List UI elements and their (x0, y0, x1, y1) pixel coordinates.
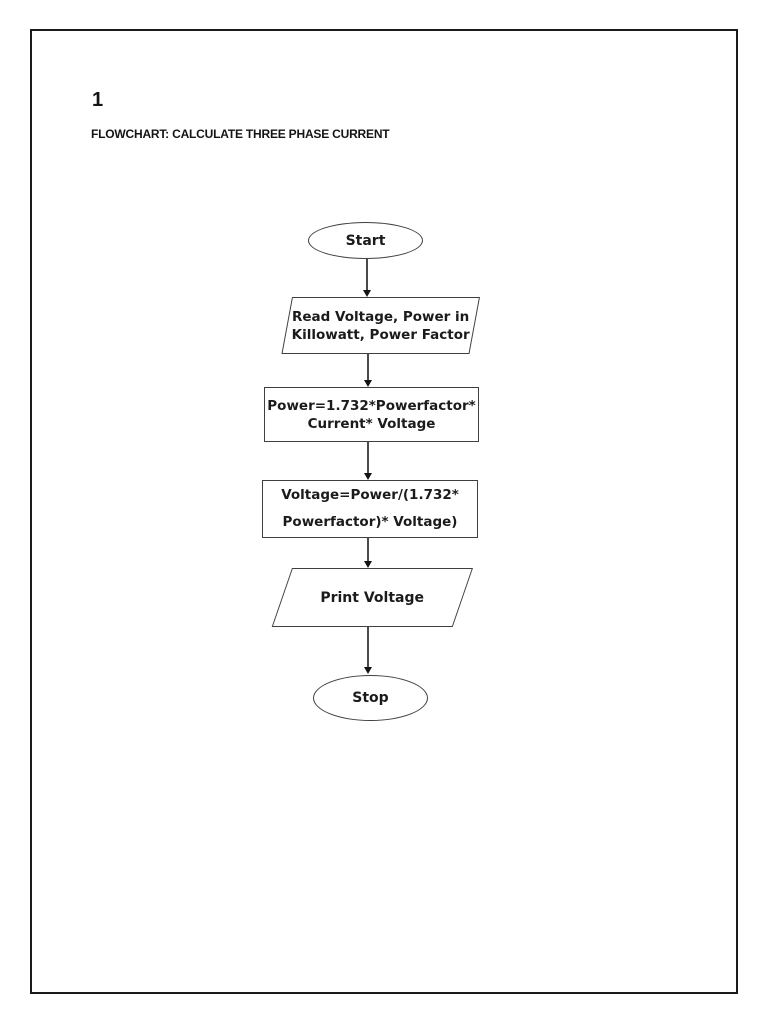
flowchart-node-start: Start (308, 222, 423, 259)
process-1-text: Power=1.732*Powerfactor* Current* Voltag… (267, 397, 475, 433)
output-line-1: Print Voltage (320, 589, 425, 606)
arrow-shaft (367, 627, 369, 669)
flowchart-node-input: Read Voltage, Power in Killowatt, Power … (281, 297, 480, 354)
process-1-line-1: Power=1.732*Powerfactor* (267, 397, 476, 414)
arrow-shaft (367, 538, 369, 563)
process-2-line-1: Voltage=Power/(1.732* (281, 487, 459, 503)
arrow-shaft (367, 442, 369, 475)
stop-label: Stop (352, 690, 389, 706)
flowchart-node-process-1: Power=1.732*Powerfactor* Current* Voltag… (264, 387, 479, 442)
arrow-head-icon (364, 380, 372, 387)
arrow-head-icon (363, 290, 371, 297)
arrow-head-icon (364, 473, 372, 480)
arrow-shaft (366, 259, 368, 292)
process-2-text: Voltage=Power/(1.732* Powerfactor)* Volt… (281, 482, 459, 536)
flow-arrow-input-to-process1 (363, 354, 373, 387)
process-2-line-2: Powerfactor)* Voltage) (282, 514, 458, 530)
output-node-text: Print Voltage (283, 589, 462, 607)
input-line-2: Killowatt, Power Factor (291, 326, 470, 343)
arrow-head-icon (364, 667, 372, 674)
flow-arrow-process2-to-output (363, 538, 373, 568)
start-label: Start (345, 232, 386, 249)
arrow-head-icon (364, 561, 372, 568)
arrow-shaft (367, 354, 369, 382)
flowchart-node-process-2: Voltage=Power/(1.732* Powerfactor)* Volt… (262, 480, 478, 538)
page-number: 1 (92, 89, 104, 111)
document-title: FLOWCHART: CALCULATE THREE PHASE CURRENT (91, 127, 390, 141)
flow-arrow-start-to-input (362, 259, 372, 297)
input-node-text: Read Voltage, Power in Killowatt, Power … (288, 308, 474, 344)
flowchart-node-stop: Stop (313, 675, 428, 721)
input-line-1: Read Voltage, Power in (292, 308, 470, 325)
process-1-line-2: Current* Voltage (307, 415, 436, 432)
flow-arrow-process1-to-process2 (363, 442, 373, 480)
flow-arrow-output-to-stop (363, 627, 373, 674)
flowchart-node-output: Print Voltage (271, 568, 473, 627)
